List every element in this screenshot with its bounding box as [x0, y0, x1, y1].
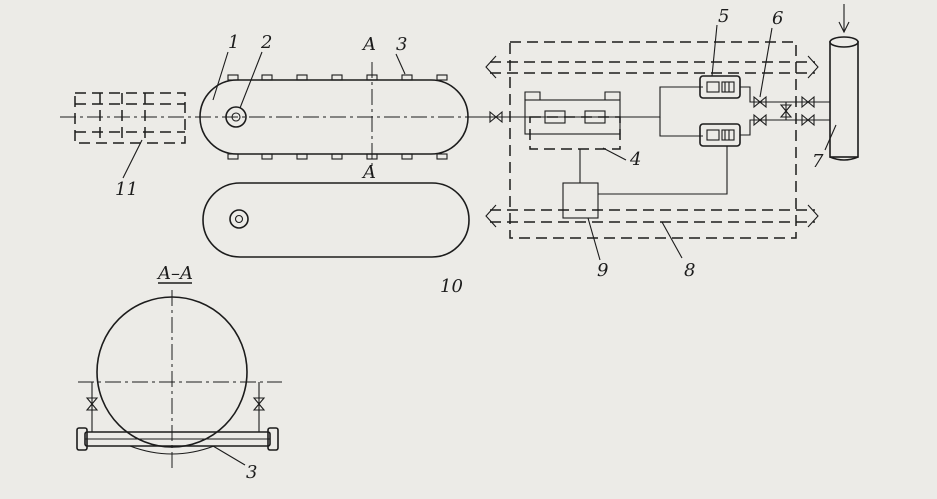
- label-section-a-a: A–A: [156, 263, 193, 284]
- station-8: [485, 41, 819, 239]
- label-6: 6: [772, 8, 783, 29]
- label-2: 2: [260, 32, 272, 53]
- label-section-a-top: A: [361, 34, 376, 55]
- label-3-section: 3: [246, 462, 257, 483]
- outlet-valve: [468, 110, 530, 124]
- pipe-4-to-pump-lower: [659, 117, 703, 137]
- label-3: 3: [396, 34, 407, 55]
- section-a-a-view: [76, 290, 282, 470]
- heat-exchanger-4: [524, 91, 621, 150]
- pipe-4-to-pumps: [620, 86, 703, 118]
- control-unit-9: [562, 146, 728, 219]
- label-5: 5: [718, 6, 729, 27]
- pump-5: [699, 75, 741, 99]
- label-section-a-bottom: A: [361, 162, 376, 183]
- valves-6: [740, 86, 830, 136]
- leader-lines: [122, 24, 837, 466]
- manhole-2: [225, 106, 247, 128]
- label-10: 10: [440, 276, 463, 297]
- label-7: 7: [812, 151, 824, 172]
- unit-11: [74, 92, 186, 144]
- label-9: 9: [597, 260, 608, 281]
- tank-10: [202, 182, 470, 258]
- label-11: 11: [115, 179, 138, 200]
- pump-lower: [699, 123, 741, 147]
- label-4: 4: [629, 149, 641, 170]
- main-pipe-7: [829, 4, 859, 161]
- label-8: 8: [684, 260, 695, 281]
- label-1: 1: [228, 32, 239, 53]
